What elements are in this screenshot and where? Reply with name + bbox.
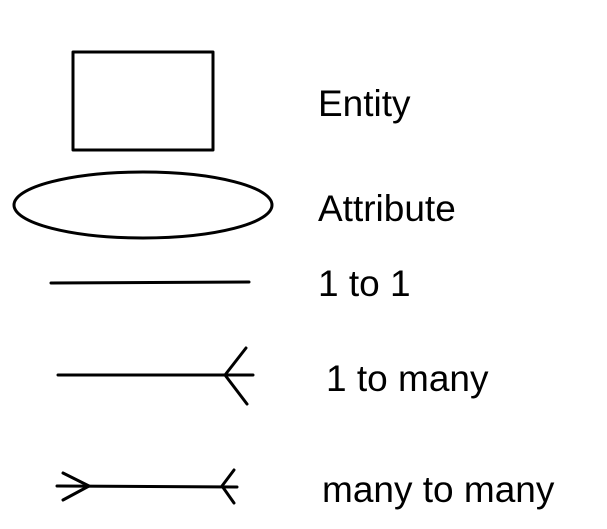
crows-foot-icon <box>223 346 249 406</box>
crows-foot-right-icon <box>220 468 236 505</box>
one-to-many-label: 1 to many <box>326 358 489 399</box>
many-to-many-label: many to many <box>322 469 555 510</box>
one-to-one-label: 1 to 1 <box>318 263 411 304</box>
entity-label: Entity <box>318 83 411 124</box>
entity-rectangle-symbol <box>71 50 215 152</box>
attribute-label: Attribute <box>318 188 456 229</box>
crows-foot-left-icon <box>61 471 91 502</box>
one-to-many-line-symbol <box>56 346 255 406</box>
attribute-ellipse-symbol <box>12 170 274 240</box>
one-to-one-line-symbol <box>49 280 251 285</box>
many-to-many-line-symbol <box>55 468 239 505</box>
